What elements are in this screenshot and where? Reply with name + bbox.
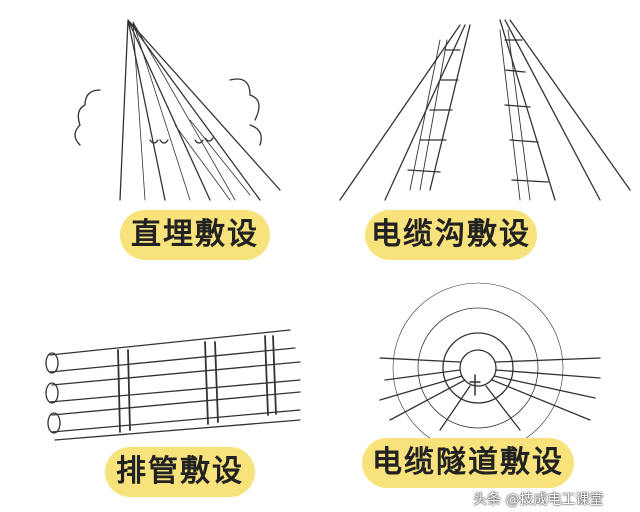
label-duct-bank: 排管敷设 — [105, 447, 255, 497]
cable-tunnel-drawing — [379, 282, 601, 454]
direct-burial-drawing — [74, 19, 281, 201]
duct-bank-drawing — [45, 329, 301, 441]
label-cable-trench: 电缆沟敷设 — [365, 210, 537, 260]
label-cable-tunnel: 电缆隧道敷设 — [362, 438, 574, 488]
watermark: 头条 @技成电工课堂 — [473, 492, 604, 508]
cable-trench-drawing — [339, 19, 631, 201]
label-direct-burial: 直埋敷设 — [120, 210, 270, 260]
